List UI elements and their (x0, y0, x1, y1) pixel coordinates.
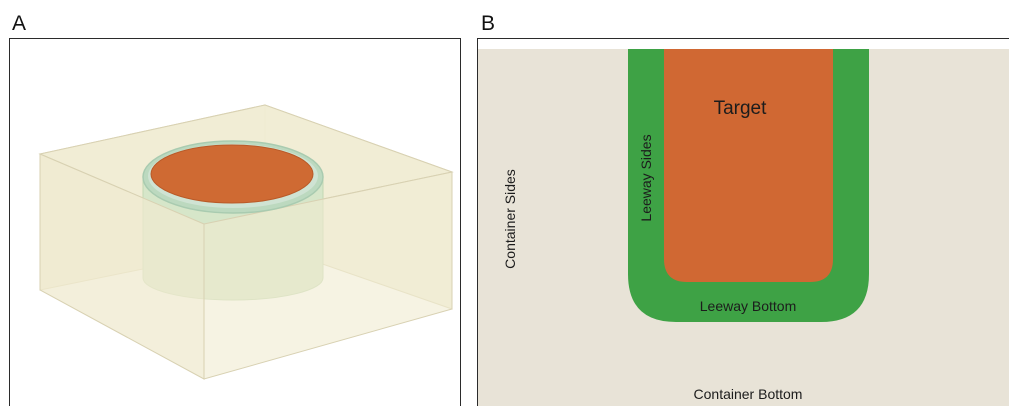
cross-section-diagram: Target Leeway Sides Leeway Bottom Contai… (478, 49, 1009, 406)
panel-a-letter: A (12, 12, 27, 35)
container-sides-label: Container Sides (502, 169, 518, 269)
container-bottom-label: Container Bottom (694, 386, 803, 402)
panel-b-cross-section: Target Leeway Sides Leeway Bottom Contai… (477, 38, 1009, 406)
leeway-sides-label: Leeway Sides (638, 134, 654, 221)
target-region (664, 49, 833, 282)
target-disc (150, 144, 314, 204)
container-3d-illustration (38, 104, 454, 380)
panel-a-3d-view (9, 38, 461, 406)
panel-b-letter: B (481, 12, 496, 35)
leeway-bottom-label: Leeway Bottom (700, 298, 797, 314)
target-label: Target (714, 98, 768, 119)
box-front-right-face (203, 171, 453, 380)
